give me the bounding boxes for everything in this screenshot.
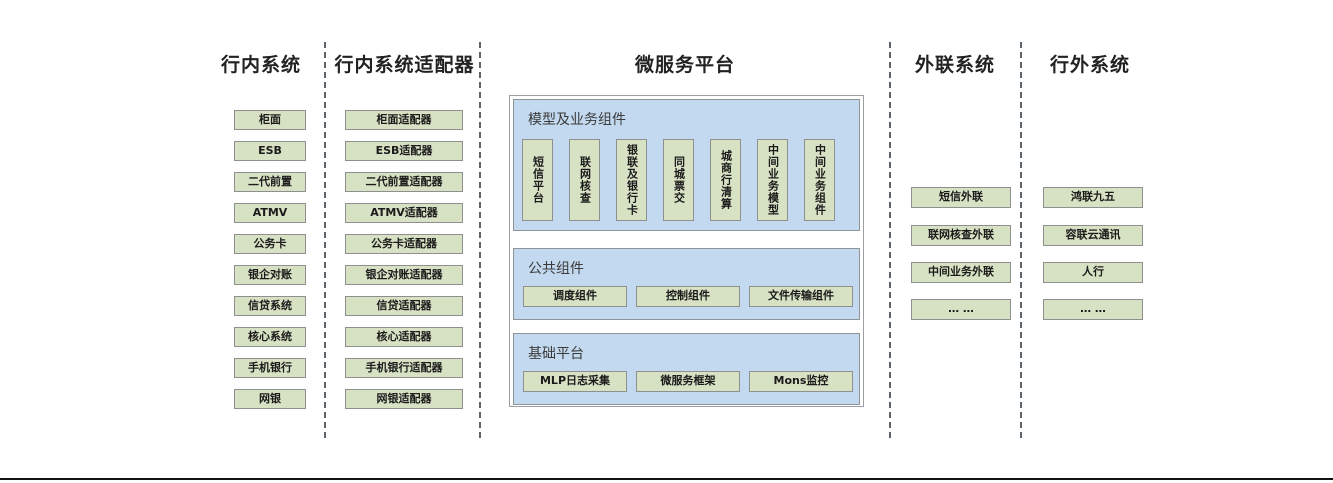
column-title-intra-bank-adapters: 行内系统适配器 [334,54,475,76]
bottom-rule [0,478,1333,480]
node-intra-bank-system[interactable]: ESB [234,141,306,161]
platform-frame [509,95,864,407]
panel-base-platform: 基础平台 [513,333,860,405]
column-title-external-link-systems: 外联系统 [914,54,995,76]
node-intra-bank-system[interactable]: 公务卡 [234,234,306,254]
node-intra-bank-adapter[interactable]: 信贷适配器 [345,296,463,316]
column-title-intra-bank-systems: 行内系统 [220,54,301,76]
node-intra-bank-system[interactable]: 二代前置 [234,172,306,192]
node-off-bank-system[interactable]: 鸿联九五 [1043,187,1143,208]
node-off-bank-system[interactable]: … … [1043,299,1143,320]
node-base-platform-component[interactable]: 微服务框架 [636,371,740,392]
panel-public-components: 公共组件 [513,248,860,320]
platform-title: 微服务平台 [634,54,735,76]
node-public-component[interactable]: 调度组件 [523,286,627,307]
node-intra-bank-adapter[interactable]: 公务卡适配器 [345,234,463,254]
node-intra-bank-adapter[interactable]: 手机银行适配器 [345,358,463,378]
node-model-component[interactable]: 银联及银行卡 [616,139,647,221]
node-intra-bank-system[interactable]: 手机银行 [234,358,306,378]
panel-title-base-platform: 基础平台 [528,346,584,362]
panel-title-model-business-components: 模型及业务组件 [528,112,626,128]
node-intra-bank-system[interactable]: 核心系统 [234,327,306,347]
divider-3 [889,42,891,438]
node-base-platform-component[interactable]: Mons监控 [749,371,853,392]
node-intra-bank-system[interactable]: 网银 [234,389,306,409]
node-model-component[interactable]: 城商行清算 [710,139,741,221]
divider-1 [324,42,326,438]
node-off-bank-system[interactable]: 人行 [1043,262,1143,283]
node-model-component[interactable]: 联网核查 [569,139,600,221]
node-intra-bank-system[interactable]: 银企对账 [234,265,306,285]
node-intra-bank-adapter[interactable]: 银企对账适配器 [345,265,463,285]
node-intra-bank-adapter[interactable]: 二代前置适配器 [345,172,463,192]
divider-2 [479,42,481,438]
node-public-component[interactable]: 文件传输组件 [749,286,853,307]
node-model-component[interactable]: 同城票交 [663,139,694,221]
node-intra-bank-adapter[interactable]: 网银适配器 [345,389,463,409]
node-model-component[interactable]: 中间业务模型 [757,139,788,221]
node-intra-bank-adapter[interactable]: ESB适配器 [345,141,463,161]
node-external-link-system[interactable]: … … [911,299,1011,320]
node-external-link-system[interactable]: 联网核查外联 [911,225,1011,246]
node-intra-bank-system[interactable]: 柜面 [234,110,306,130]
divider-4 [1020,42,1022,438]
node-off-bank-system[interactable]: 容联云通讯 [1043,225,1143,246]
node-model-component[interactable]: 短信平台 [522,139,553,221]
node-intra-bank-adapter[interactable]: 柜面适配器 [345,110,463,130]
node-base-platform-component[interactable]: MLP日志采集 [523,371,627,392]
node-external-link-system[interactable]: 短信外联 [911,187,1011,208]
node-intra-bank-adapter[interactable]: 核心适配器 [345,327,463,347]
node-public-component[interactable]: 控制组件 [636,286,740,307]
node-external-link-system[interactable]: 中间业务外联 [911,262,1011,283]
column-title-off-bank-systems: 行外系统 [1049,54,1130,76]
node-intra-bank-system[interactable]: ATMV [234,203,306,223]
node-intra-bank-system[interactable]: 信贷系统 [234,296,306,316]
node-model-component[interactable]: 中间业务组件 [804,139,835,221]
panel-title-public-components: 公共组件 [528,261,584,277]
node-intra-bank-adapter[interactable]: ATMV适配器 [345,203,463,223]
